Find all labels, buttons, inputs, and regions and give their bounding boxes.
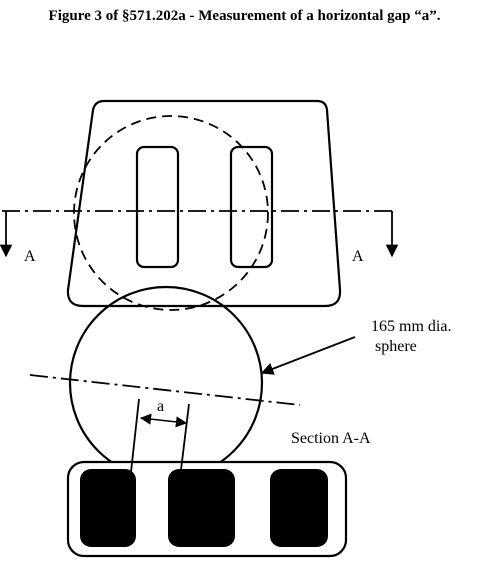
section-label-left: A bbox=[24, 248, 36, 265]
opening-right bbox=[229, 145, 274, 269]
gap-label: a bbox=[157, 398, 164, 415]
sphere-leader-line bbox=[260, 336, 356, 375]
section-solid-left bbox=[80, 469, 136, 547]
gap-line-right bbox=[179, 403, 190, 479]
section-solid-right bbox=[270, 469, 328, 547]
sphere-section-view bbox=[68, 285, 264, 462]
section-label-right: A bbox=[352, 248, 364, 265]
gap-line-left bbox=[130, 398, 140, 473]
opening-left bbox=[135, 145, 180, 269]
figure-title: Figure 3 of §571.202a - Measurement of a… bbox=[48, 8, 441, 24]
sphere-dashed-top-view bbox=[73, 115, 269, 311]
section-title: Section A-A bbox=[291, 430, 371, 447]
gap-dimension-arrow bbox=[139, 413, 188, 428]
sphere-label-line1: 165 mm dia. bbox=[371, 318, 451, 335]
head-restraint-outline bbox=[66, 99, 342, 308]
sphere-centerline bbox=[29, 374, 301, 406]
section-solid-center bbox=[168, 469, 235, 547]
sphere-label-line2: sphere bbox=[375, 338, 417, 355]
